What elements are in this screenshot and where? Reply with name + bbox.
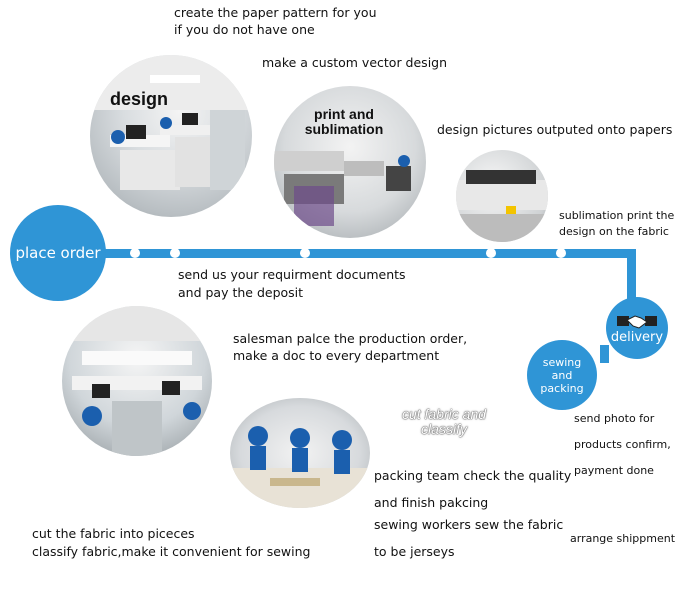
- note-cut-1: cut the fabric into piceces: [32, 526, 195, 541]
- print-sublimation-photo: [274, 86, 426, 238]
- printer-head-illustration: [456, 170, 548, 242]
- note-paper-pattern-2: if you do not have one: [174, 22, 315, 37]
- timeline-dot: [486, 248, 496, 258]
- sales-office-photo: [62, 306, 212, 456]
- note-photo-confirm-2: products confirm,: [574, 438, 671, 451]
- cutting-team-photo: [230, 398, 370, 508]
- printer-closeup-photo: [456, 150, 548, 242]
- design-photo-label: design: [110, 89, 169, 109]
- sales-office-illustration: [62, 306, 212, 456]
- place-order-label: place order: [15, 244, 101, 262]
- note-packing-1: packing team check the quality: [374, 468, 572, 483]
- note-cut-2: classify fabric,make it convenient for s…: [32, 544, 311, 559]
- sewing-packing-step: sewing and packing: [527, 340, 597, 410]
- note-sewing-1: sewing workers sew the fabric: [374, 517, 564, 532]
- design-office-photo: [90, 55, 252, 217]
- print-photo-label: print and sublimation: [304, 106, 384, 137]
- note-sublimation-1: sublimation print the: [559, 209, 675, 222]
- note-send-docs-1: send us your requirment documents: [178, 267, 406, 282]
- note-salesman-1: salesman palce the production order,: [233, 331, 468, 346]
- timeline-bar-lower: [600, 345, 609, 363]
- timeline-dot: [170, 248, 180, 258]
- note-sublimation-2: design on the fabric: [559, 225, 669, 238]
- note-packing-2: and finish pakcing: [374, 495, 489, 510]
- timeline-bar: [60, 249, 632, 258]
- office-illustration: [90, 55, 252, 190]
- note-vector-design: make a custom vector design: [262, 55, 448, 70]
- timeline-bar-bend: [627, 249, 636, 317]
- note-send-docs-2: and pay the deposit: [178, 285, 304, 300]
- sewing-packing-label: sewing and packing: [540, 355, 584, 395]
- place-order-step: place order: [10, 205, 106, 301]
- delivery-step: delivery: [606, 297, 668, 359]
- delivery-label: delivery: [610, 329, 664, 345]
- note-shippment: arrange shippment: [570, 532, 676, 545]
- note-design-pictures: design pictures outputed onto papers: [437, 122, 673, 137]
- timeline-dot: [556, 248, 566, 258]
- note-sewing-2: to be jerseys: [374, 544, 455, 559]
- handshake-icon: [617, 314, 657, 329]
- timeline-dot: [300, 248, 310, 258]
- note-paper-pattern: create the paper pattern for you: [174, 5, 377, 20]
- cut-photo-label: cut fabric and classify: [401, 406, 487, 437]
- note-photo-confirm-1: send photo for: [574, 412, 655, 425]
- note-photo-confirm-3: payment done: [574, 464, 654, 477]
- timeline-dot: [130, 248, 140, 258]
- printer-illustration: [274, 151, 411, 226]
- note-salesman-2: make a doc to every department: [233, 348, 440, 363]
- cutting-team-illustration: [230, 426, 370, 508]
